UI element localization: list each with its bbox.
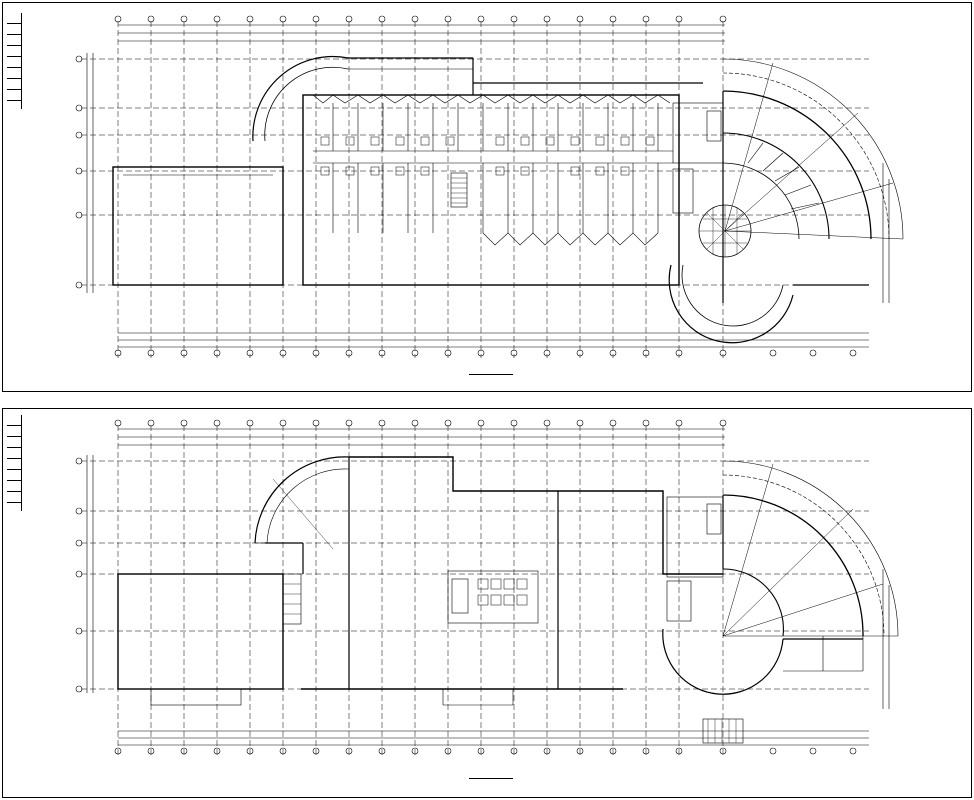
floor-plan-drawing <box>75 15 904 358</box>
floor-plan-sheet-bottom <box>2 408 972 798</box>
title-underline <box>469 778 513 779</box>
title-block <box>7 13 22 109</box>
title-block <box>7 415 22 511</box>
floor-plan-drawing <box>75 419 899 755</box>
title-underline <box>469 374 513 375</box>
floor-plan-sheet-top <box>2 2 972 392</box>
